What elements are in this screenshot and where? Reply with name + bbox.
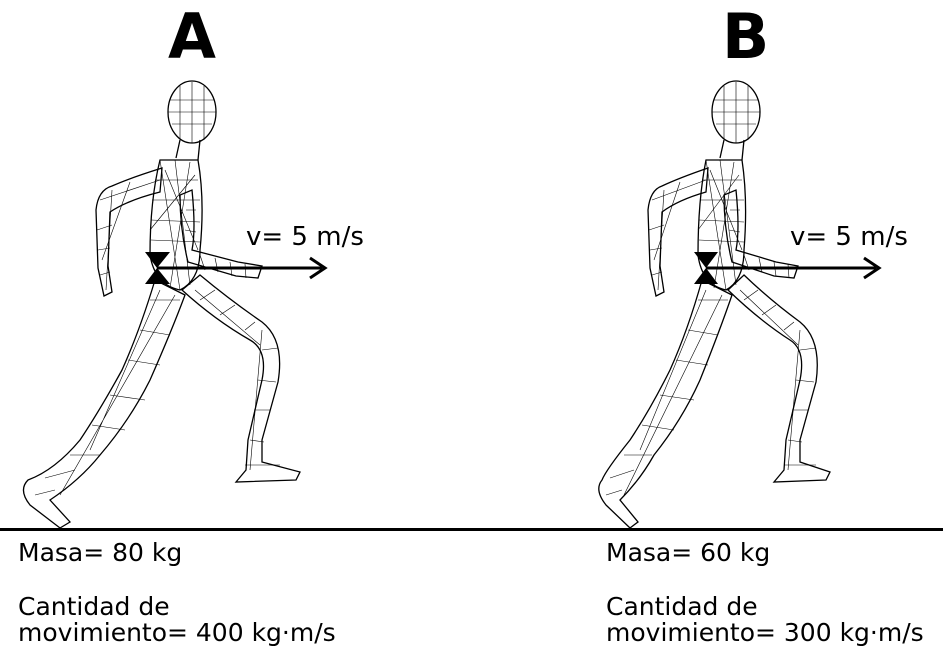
mass-label-b: Masa= 60 kg xyxy=(606,540,770,566)
runner-b-wireframe-icon xyxy=(554,0,894,530)
runner-a-wireframe-icon xyxy=(0,0,340,530)
velocity-label-a: v= 5 m/s xyxy=(246,224,364,250)
momentum-line-1: Cantidad de xyxy=(18,594,336,620)
ground-line xyxy=(0,528,943,531)
velocity-label-b: v= 5 m/s xyxy=(790,224,908,250)
momentum-label-a: Cantidad de movimiento= 400 kg·m/s xyxy=(18,594,336,647)
momentum-line-2: movimiento= 400 kg·m/s xyxy=(18,620,336,646)
velocity-arrow-icon xyxy=(157,258,325,278)
momentum-label-b: Cantidad de movimiento= 300 kg·m/s xyxy=(606,594,924,647)
momentum-line-1: Cantidad de xyxy=(606,594,924,620)
runner-body-icon xyxy=(23,81,300,528)
mass-label-a: Masa= 80 kg xyxy=(18,540,182,566)
runner-body-icon xyxy=(599,81,830,528)
momentum-line-2: movimiento= 300 kg·m/s xyxy=(606,620,924,646)
